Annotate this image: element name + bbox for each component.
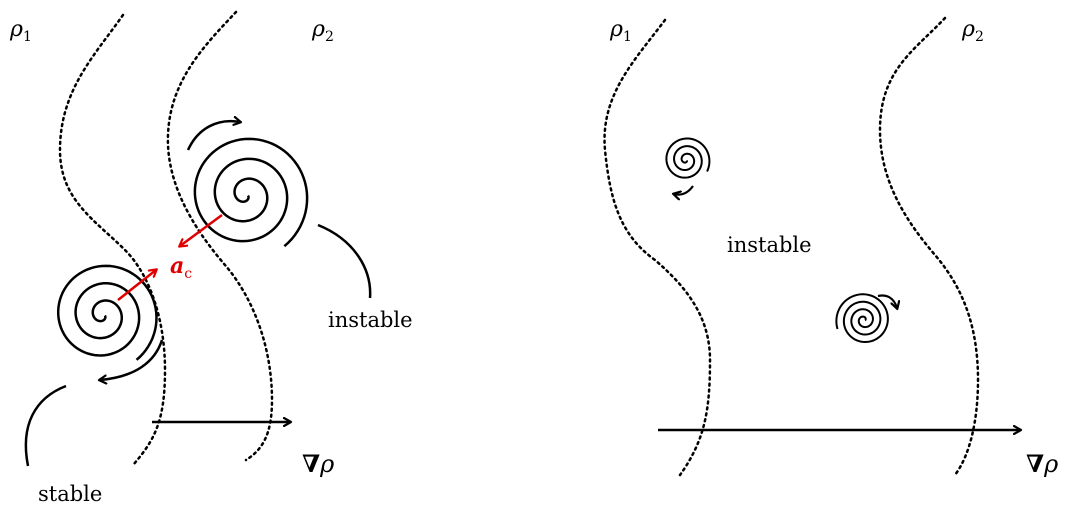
rho2-label-right: ρ2 (961, 17, 984, 45)
rotation-arrow-upper (188, 121, 240, 150)
rho1-label-right: ρ1 (609, 17, 632, 45)
rotation-arrow-small-upper (674, 186, 693, 195)
gradient-label-right: ∇ρ (1026, 449, 1058, 478)
rho1-label-left: ρ1 (9, 17, 32, 45)
left-panel: ρ1 ρ2 ac instable stable ∇ρ (9, 12, 413, 506)
stable-label: stable (38, 482, 102, 506)
acceleration-label: ac (170, 253, 192, 282)
gradient-label-left: ∇ρ (302, 449, 334, 478)
acceleration-arrow-upper (180, 215, 222, 246)
rho2-label-left: ρ2 (311, 17, 334, 45)
rotation-arrow-lower (100, 340, 162, 380)
vortex-spiral-small-upper (666, 139, 709, 178)
callout-line-instable (318, 225, 370, 298)
callout-line-stable (26, 386, 66, 466)
vortex-spiral-upper (195, 139, 307, 246)
isoline-rho2-right (880, 18, 978, 475)
isoline-rho1-right (605, 20, 710, 475)
vortex-spiral-small-lower (836, 294, 888, 342)
right-panel: ρ1 ρ2 instable ∇ρ (605, 17, 1059, 478)
instable-label-right: instable (727, 233, 812, 257)
instable-label-left: instable (328, 308, 413, 332)
isoline-rho1-left (60, 15, 165, 465)
